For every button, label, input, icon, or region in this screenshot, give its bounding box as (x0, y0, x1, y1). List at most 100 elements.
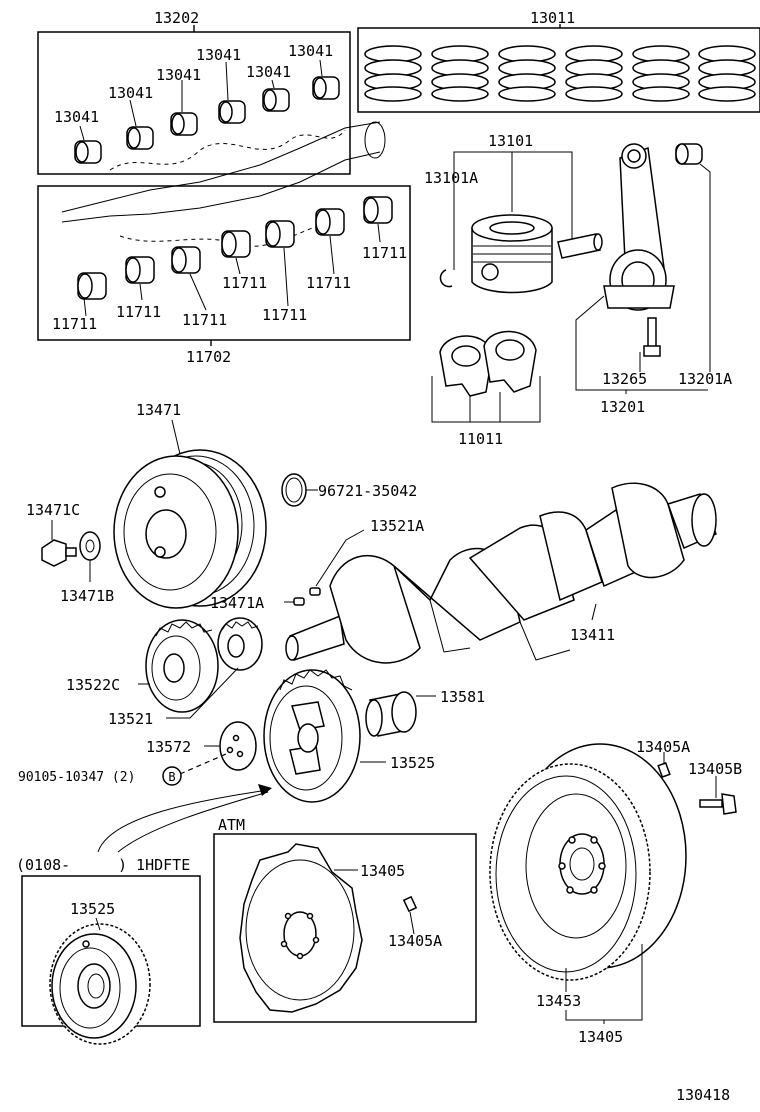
label-13405a: 13405A (636, 738, 690, 756)
label-13521: 13521 (108, 710, 153, 728)
label-11711-b: 11711 (116, 303, 161, 321)
lower-bearing-shells (77, 196, 393, 300)
label-13525: 13525 (390, 754, 435, 772)
label-13471b: 13471B (60, 587, 114, 605)
bearing-shell-icon (312, 76, 340, 100)
piston-leaders (453, 151, 573, 270)
label-13405b: 13405B (688, 760, 742, 778)
label-13041-d: 13041 (196, 46, 241, 64)
label-13202: 13202 (154, 9, 199, 27)
serial-arrow-line-b (117, 791, 269, 853)
label-13041-b: 13041 (108, 84, 153, 102)
leader-13521a (315, 529, 365, 587)
bearing-shell-icon (74, 140, 102, 164)
label-13041-c: 13041 (156, 66, 201, 84)
bearing-shell-icon (315, 208, 345, 236)
label-11711-c: 11711 (182, 311, 227, 329)
bearing-shell-icon (126, 126, 154, 150)
pulley-washer-icon (79, 531, 101, 561)
piston-ring-stack-icon (431, 45, 489, 102)
label-13041-e: 13041 (246, 63, 291, 81)
piston-ring-stack-icon (498, 45, 556, 102)
bolt-ref-circle (162, 766, 182, 786)
piston-icon (471, 214, 553, 294)
label-13471: 13471 (136, 401, 181, 419)
label-bolt-ref: B (168, 770, 175, 784)
bearing-shell-icon (218, 100, 246, 124)
piston-ring-stack-icon (364, 45, 422, 102)
leader-13411 (591, 603, 597, 621)
label-13101: 13101 (488, 132, 533, 150)
label-13522c: 13522C (66, 676, 120, 694)
piston-ring-stack-icon (632, 45, 690, 102)
label-11702: 11702 (186, 348, 231, 366)
lower-bearing-box (37, 185, 411, 341)
label-13041-a: 13041 (54, 108, 99, 126)
drive-plate-icon (239, 843, 363, 1013)
label-13405-atm: 13405 (360, 862, 405, 880)
flywheel-pin-icon (657, 762, 671, 778)
piston-ring-stacks (364, 45, 756, 102)
label-13581: 13581 (440, 688, 485, 706)
label-13405: 13405 (578, 1028, 623, 1046)
label-11711-d: 11711 (222, 274, 267, 292)
piston-ring-stack-icon (565, 45, 623, 102)
bearing-shell-icon (262, 88, 290, 112)
snap-ring-icon (439, 269, 453, 288)
label-11711-e: 11711 (262, 306, 307, 324)
bearing-shell-icon (125, 256, 155, 284)
idler-gear-icon (263, 669, 361, 803)
label-13265: 13265 (602, 370, 647, 388)
serial-arrow-line (97, 789, 269, 853)
label-11711-g: 11711 (362, 244, 407, 262)
crank-key-icons (293, 587, 321, 606)
bearing-shell-icon (363, 196, 393, 224)
atm-box (213, 833, 477, 1023)
pilot-bearing-icon (365, 691, 417, 737)
label-13405a-atm: 13405A (388, 932, 442, 950)
arrow-head-icon (258, 784, 272, 796)
label-13453: 13453 (536, 992, 581, 1010)
bearing-shell-icon (77, 272, 107, 300)
drive-plate-pin-icon (402, 895, 418, 913)
conrod-bolt-icon (643, 317, 661, 357)
leader-inset-gear (95, 917, 101, 931)
conrod-leaders (575, 163, 711, 394)
inset-gear-icon (49, 923, 151, 1045)
timing-gear-b-icon (217, 617, 263, 671)
label-13411: 13411 (570, 626, 615, 644)
label-serial-end: ) 1HDFTE (118, 856, 190, 874)
flywheel-bolt-icon (699, 793, 737, 815)
conrod-bushing-icon (675, 143, 703, 165)
crank-pulley-icon (113, 449, 267, 609)
label-inset-13525: 13525 (70, 900, 115, 918)
label-11711-a: 11711 (52, 315, 97, 333)
label-serial-start: (0108- (16, 856, 70, 874)
upper-bearing-shells (74, 76, 340, 164)
upper-bearing-leaders (79, 59, 323, 141)
bearing-shell-icon (221, 230, 251, 258)
connecting-rod-icon (603, 143, 675, 311)
label-13471c: 13471C (26, 501, 80, 519)
bearing-shell-icon (170, 112, 198, 136)
piston-pin-icon (557, 233, 603, 259)
label-90105-10347: 90105-10347 (2) (18, 770, 135, 785)
label-96721-35042: 96721-35042 (318, 482, 417, 500)
label-13521a: 13521A (370, 517, 424, 535)
flywheel-icon (489, 743, 687, 981)
crankshaft-icon (285, 482, 717, 664)
label-13201a: 13201A (678, 370, 732, 388)
label-11711-f: 11711 (306, 274, 351, 292)
leader-11011 (431, 376, 541, 423)
label-13201: 13201 (600, 398, 645, 416)
leader-plate-bolt (179, 753, 227, 775)
diagram-code: 130418 (676, 1086, 730, 1104)
pulley-bolt-icon (41, 539, 77, 567)
label-13572: 13572 (146, 738, 191, 756)
lower-bearing-leaders (83, 223, 381, 317)
thrust-washer-icon (439, 330, 537, 397)
piston-ring-box (357, 27, 760, 113)
bearing-shell-icon (265, 220, 295, 248)
leader-13521 (166, 667, 239, 719)
